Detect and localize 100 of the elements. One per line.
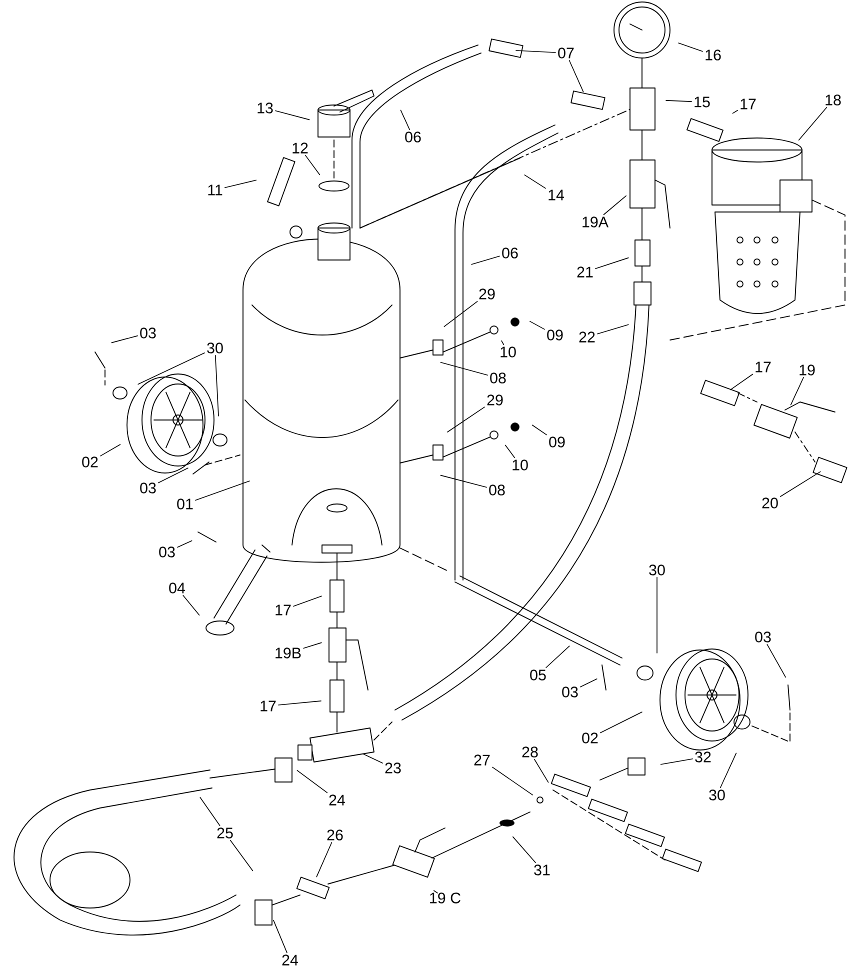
leader-line bbox=[138, 352, 205, 385]
leader-line bbox=[273, 920, 288, 954]
leader-line bbox=[303, 642, 322, 649]
leader-line bbox=[316, 842, 332, 878]
leader-line bbox=[529, 320, 545, 330]
callout-number: 10 bbox=[512, 460, 528, 470]
leader-line bbox=[595, 257, 629, 269]
callout-number: 01 bbox=[177, 498, 193, 510]
leader-line bbox=[158, 468, 188, 484]
leader-line bbox=[492, 766, 533, 796]
callout-number: 32 bbox=[695, 752, 711, 762]
leader-line bbox=[597, 324, 629, 334]
leader-line bbox=[230, 840, 254, 872]
callout-number: 19 C bbox=[430, 892, 460, 904]
callout-number: 30 bbox=[649, 564, 665, 576]
callout-number: 19 bbox=[800, 364, 815, 376]
leader-line bbox=[798, 106, 828, 141]
leader-line bbox=[111, 335, 138, 344]
leader-line bbox=[304, 154, 320, 176]
leader-line bbox=[512, 836, 536, 864]
callout-number: 03 bbox=[562, 686, 578, 698]
callout-number: 17 bbox=[276, 604, 291, 616]
callout-number: 30 bbox=[207, 342, 223, 354]
callout-number: 08 bbox=[489, 484, 505, 496]
leader-line bbox=[501, 340, 504, 346]
callout-number: 30 bbox=[709, 790, 725, 800]
leader-line bbox=[182, 594, 200, 616]
leader-line bbox=[293, 596, 322, 607]
callout-number: 05 bbox=[530, 670, 546, 680]
callout-number: 08 bbox=[490, 372, 506, 384]
leader-line bbox=[224, 180, 257, 188]
callout-number: 19A bbox=[582, 216, 608, 228]
leader-line bbox=[666, 100, 692, 102]
leader-line bbox=[580, 678, 598, 688]
callout-number: 16 bbox=[706, 50, 721, 60]
leader-line bbox=[568, 60, 584, 92]
callout-number: 04 bbox=[169, 582, 186, 594]
callout-number: 17 bbox=[756, 362, 771, 372]
leader-line bbox=[447, 406, 485, 432]
leader-line bbox=[100, 444, 121, 456]
leader-line bbox=[471, 256, 500, 265]
callout-number: 26 bbox=[327, 830, 343, 840]
callout-number: 20 bbox=[762, 498, 778, 508]
leader-line bbox=[732, 110, 738, 114]
leader-line bbox=[790, 376, 804, 406]
callout-number: 03 bbox=[159, 546, 175, 558]
leader-line bbox=[440, 362, 488, 376]
callout-number: 11 bbox=[208, 184, 222, 196]
leader-line bbox=[444, 300, 478, 328]
leader-line bbox=[275, 110, 310, 120]
leader-line bbox=[362, 754, 383, 764]
callout-number: 06 bbox=[405, 132, 421, 142]
leader-line bbox=[440, 474, 487, 488]
callout-number: 10 bbox=[500, 346, 516, 358]
callout-number: 02 bbox=[582, 732, 598, 744]
callout-number: 09 bbox=[547, 330, 563, 340]
leader-line bbox=[730, 374, 754, 390]
callout-number: 27 bbox=[474, 754, 490, 766]
callout-number: 29 bbox=[487, 394, 503, 406]
callout-number: 23 bbox=[385, 762, 401, 774]
leader-line bbox=[524, 174, 546, 189]
callout-number: 25 bbox=[217, 828, 233, 838]
callout-number: 02 bbox=[82, 456, 98, 468]
leader-line bbox=[660, 758, 693, 765]
leader-line bbox=[400, 110, 410, 130]
leader-line bbox=[678, 42, 703, 52]
callout-number: 15 bbox=[694, 96, 710, 108]
callout-number: 06 bbox=[502, 248, 518, 258]
leader-line bbox=[177, 540, 192, 548]
callout-number: 19B bbox=[276, 648, 301, 658]
leader-line bbox=[546, 646, 570, 668]
leader-line bbox=[278, 700, 322, 706]
leader-line bbox=[766, 644, 786, 678]
leader-line bbox=[656, 576, 658, 654]
leader-line bbox=[504, 444, 515, 458]
leader-line bbox=[296, 770, 328, 794]
leader-line bbox=[780, 471, 821, 497]
callout-number: 22 bbox=[579, 332, 595, 342]
callout-number: 28 bbox=[522, 746, 538, 758]
leader-line bbox=[600, 712, 642, 734]
callout-number: 12 bbox=[292, 142, 308, 154]
leader-line bbox=[534, 758, 549, 783]
callout-number: 21 bbox=[577, 266, 593, 278]
leader-line bbox=[532, 424, 547, 436]
callout-number: 03 bbox=[755, 632, 771, 642]
callout-number: 29 bbox=[479, 288, 495, 300]
leader-line bbox=[434, 890, 438, 894]
callout-number: 17 bbox=[740, 98, 756, 110]
leader-line bbox=[214, 354, 219, 416]
callout-number: 31 bbox=[534, 864, 550, 876]
leader-line bbox=[200, 797, 220, 826]
callout-number: 09 bbox=[549, 436, 565, 448]
callout-number: 18 bbox=[826, 94, 841, 106]
leader-line bbox=[720, 752, 737, 788]
callout-number: 03 bbox=[140, 482, 156, 494]
callout-number: 03 bbox=[140, 328, 156, 338]
callout-number: 13 bbox=[258, 102, 273, 114]
callout-number: 24 bbox=[282, 954, 298, 966]
callout-number: 17 bbox=[260, 700, 276, 712]
callout-number: 07 bbox=[558, 48, 574, 58]
